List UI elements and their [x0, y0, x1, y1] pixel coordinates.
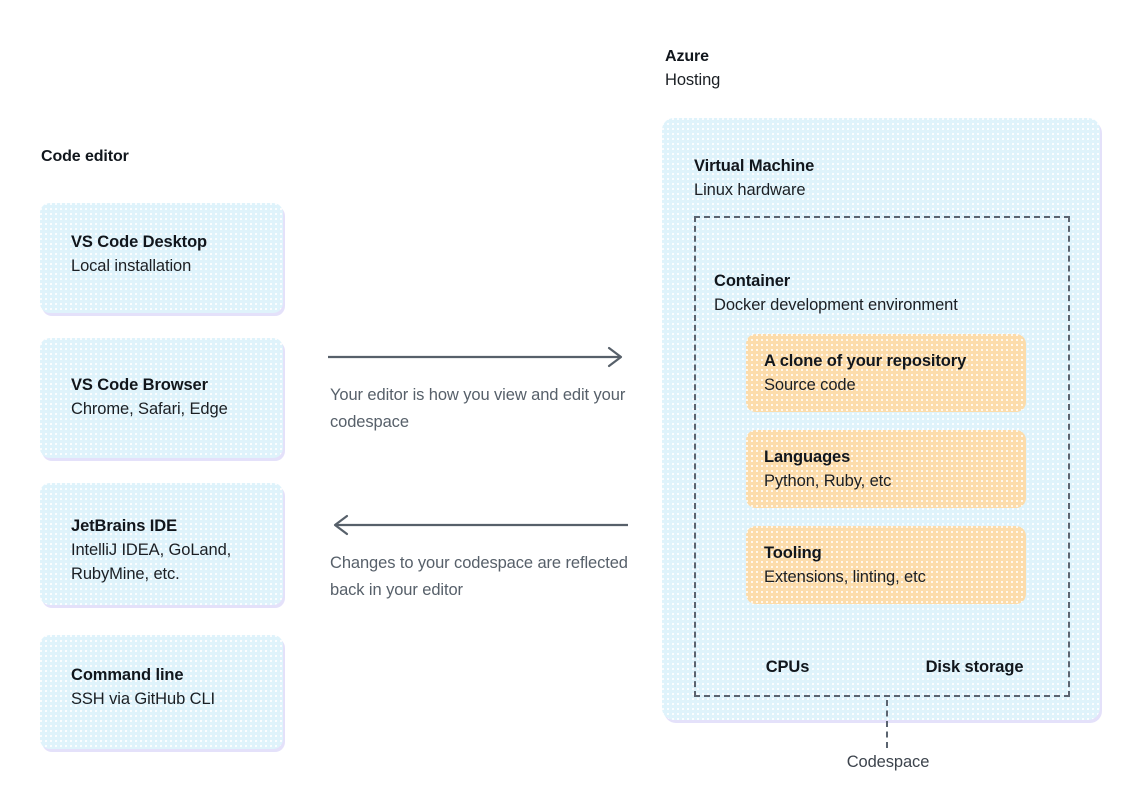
container-heading: Container Docker development environment [714, 270, 958, 317]
card-languages[interactable]: Languages Python, Ruby, etc [746, 430, 1026, 508]
codespace-callout-label: Codespace [846, 753, 930, 771]
resource-disk-storage: Disk storage [925, 658, 1024, 676]
card-subtitle: Extensions, linting, etc [764, 568, 926, 586]
card-vs-code-browser[interactable]: VS Code Browser Chrome, Safari, Edge [40, 338, 283, 458]
card-subtitle: Source code [764, 376, 856, 394]
card-subtitle: SSH via GitHub CLI [71, 690, 216, 708]
flow-caption: Your editor is how you view and edit you… [330, 386, 626, 431]
code-editor-heading: Code editor [41, 148, 129, 165]
virtual-machine-container: Virtual Machine Linux hardware Container… [662, 118, 1100, 720]
flow-caption: Changes to your codespace are reflected … [330, 554, 628, 599]
azure-label: Azure Hosting [665, 45, 720, 92]
card-title: VS Code Browser [71, 376, 208, 394]
card-subtitle: Local installation [71, 257, 192, 275]
card-jetbrains-ide[interactable]: JetBrains IDE IntelliJ IDEA, GoLand, Rub… [40, 483, 283, 605]
card-command-line[interactable]: Command line SSH via GitHub CLI [40, 635, 283, 749]
card-title: Command line [71, 666, 184, 684]
card-title: A clone of your repository [764, 352, 967, 370]
azure-title: Azure [665, 48, 709, 65]
flow-codespace-to-editor: Changes to your codespace are reflected … [328, 508, 628, 618]
card-title: JetBrains IDE [71, 517, 177, 535]
arrow-right-icon [328, 346, 623, 368]
card-title: Tooling [764, 544, 822, 562]
container-subtitle: Docker development environment [714, 296, 958, 314]
codespace-dashed-boundary [694, 216, 1070, 697]
azure-subtitle: Hosting [665, 71, 721, 89]
card-repository-clone[interactable]: A clone of your repository Source code [746, 334, 1026, 412]
card-title: Languages [764, 448, 851, 466]
vm-title: Virtual Machine [694, 157, 815, 175]
codespace-leader-line [886, 700, 888, 748]
card-title: VS Code Desktop [71, 233, 208, 251]
vm-resources-row: CPUs Disk storage [694, 658, 1068, 677]
card-vs-code-desktop[interactable]: VS Code Desktop Local installation [40, 203, 283, 313]
card-subtitle: Chrome, Safari, Edge [71, 400, 228, 418]
container-title: Container [714, 272, 791, 290]
card-subtitle: IntelliJ IDEA, GoLand, RubyMine, etc. [71, 541, 232, 583]
virtual-machine-heading: Virtual Machine Linux hardware [694, 155, 814, 202]
resource-cpus: CPUs [765, 658, 810, 676]
flow-editor-to-codespace: Your editor is how you view and edit you… [328, 340, 628, 450]
card-tooling[interactable]: Tooling Extensions, linting, etc [746, 526, 1026, 604]
arrow-left-icon [333, 514, 628, 536]
card-subtitle: Python, Ruby, etc [764, 472, 892, 490]
vm-subtitle: Linux hardware [694, 181, 806, 199]
